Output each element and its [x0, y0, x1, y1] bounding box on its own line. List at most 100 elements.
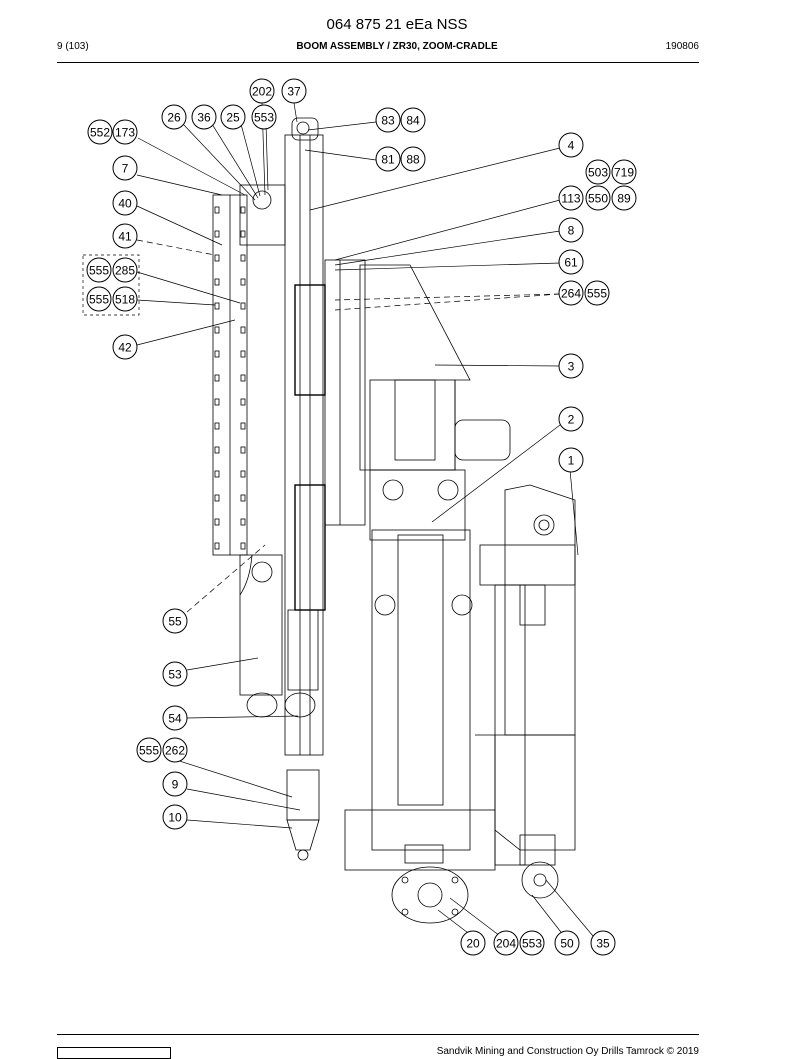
callout-35: 35	[590, 930, 616, 956]
bolt-head	[240, 302, 246, 310]
bolt-head	[240, 518, 246, 526]
callout-8: 8	[558, 217, 584, 243]
callout-4: 4	[558, 132, 584, 158]
callout-81: 81	[375, 146, 401, 172]
callout-42: 42	[112, 334, 138, 360]
callout-label: 204	[496, 937, 516, 951]
bolt-head	[214, 446, 220, 454]
beam-bolts	[214, 206, 246, 550]
callout-label: 2	[568, 413, 575, 427]
drawing-code: 190806	[665, 41, 699, 52]
callout-label: 84	[406, 114, 420, 128]
bolt-head	[214, 374, 220, 382]
section-title: BOOM ASSEMBLY / ZR30, ZOOM-CRADLE	[296, 41, 498, 52]
bolt-head	[240, 494, 246, 502]
callout-20: 20	[460, 930, 486, 956]
footer-rule	[57, 1034, 699, 1035]
callout-label: 54	[168, 712, 182, 726]
callout-555: 555	[86, 257, 112, 283]
callout-label: 555	[587, 287, 607, 301]
callout-262: 262	[162, 737, 188, 763]
footer-copyright: Sandvik Mining and Construction Oy Drill…	[436, 1046, 699, 1057]
callout-83: 83	[375, 107, 401, 133]
bolt-head	[214, 494, 220, 502]
bolt-head	[214, 518, 220, 526]
bolt-head	[214, 470, 220, 478]
callout-555: 555	[86, 286, 112, 312]
document-number: 064 875 21 eEa NSS	[326, 16, 468, 33]
callout-label: 83	[381, 114, 395, 128]
callout-label: 262	[165, 744, 185, 758]
callout-label: 88	[406, 153, 420, 167]
bolt-head	[214, 542, 220, 550]
callout-label: 9	[172, 778, 179, 792]
bolt-head	[240, 446, 246, 454]
callout-label: 26	[167, 111, 181, 125]
bolt-head	[214, 326, 220, 334]
callout-label: 552	[90, 126, 110, 140]
callout-label: 7	[122, 162, 129, 176]
callout-9: 9	[162, 771, 188, 797]
bolt-head	[240, 374, 246, 382]
callout-label: 3	[568, 360, 575, 374]
callout-555: 555	[584, 280, 610, 306]
bolt-head	[214, 350, 220, 358]
callout-25: 25	[220, 104, 246, 130]
callout-label: 20	[466, 937, 480, 951]
bolt-head	[214, 278, 220, 286]
callout-84: 84	[400, 107, 426, 133]
callout-label: 53	[168, 668, 182, 682]
bolt-head	[214, 230, 220, 238]
bolt-head	[240, 278, 246, 286]
callout-label: 1	[568, 454, 575, 468]
callout-113: 113	[558, 185, 584, 211]
bolt-head	[240, 398, 246, 406]
callout-555: 555	[136, 737, 162, 763]
callout-264: 264	[558, 280, 584, 306]
callout-10: 10	[162, 804, 188, 830]
callout-label: 61	[564, 256, 578, 270]
bolt-head	[214, 206, 220, 214]
callout-label: 518	[115, 293, 135, 307]
callout-41: 41	[112, 223, 138, 249]
callout-53: 53	[162, 661, 188, 687]
callout-285: 285	[112, 257, 138, 283]
callout-553: 553	[519, 930, 545, 956]
callout-553: 553	[251, 104, 277, 130]
callout-26: 26	[161, 104, 187, 130]
callout-label: 503	[588, 166, 608, 180]
callout-3: 3	[558, 353, 584, 379]
callout-503: 503	[585, 159, 611, 185]
bolt-head	[240, 254, 246, 262]
callout-label: 202	[252, 85, 272, 99]
bolt-head	[240, 326, 246, 334]
page-number: 9 (103)	[57, 41, 89, 52]
callout-label: 113	[561, 192, 580, 206]
bolt-head	[214, 302, 220, 310]
callout-label: 550	[588, 192, 608, 206]
callout-40: 40	[112, 190, 138, 216]
callout-label: 81	[381, 153, 395, 167]
callout-label: 36	[197, 111, 211, 125]
bolt-head	[214, 422, 220, 430]
callout-label: 8	[568, 224, 575, 238]
callout-61: 61	[558, 249, 584, 275]
callout-label: 285	[115, 264, 135, 278]
callout-label: 25	[226, 111, 240, 125]
callout-label: 10	[168, 811, 182, 825]
bolt-head	[240, 422, 246, 430]
callout-36: 36	[191, 104, 217, 130]
bolt-head	[240, 470, 246, 478]
callout-173: 173	[112, 119, 138, 145]
callout-label: 555	[139, 744, 159, 758]
bolt-head	[214, 254, 220, 262]
bolt-head	[240, 542, 246, 550]
callout-label: 264	[561, 287, 581, 301]
callout-88: 88	[400, 146, 426, 172]
header-rule	[57, 62, 699, 63]
bolt-head	[214, 398, 220, 406]
callout-37: 37	[281, 78, 307, 104]
callout-label: 50	[560, 937, 574, 951]
